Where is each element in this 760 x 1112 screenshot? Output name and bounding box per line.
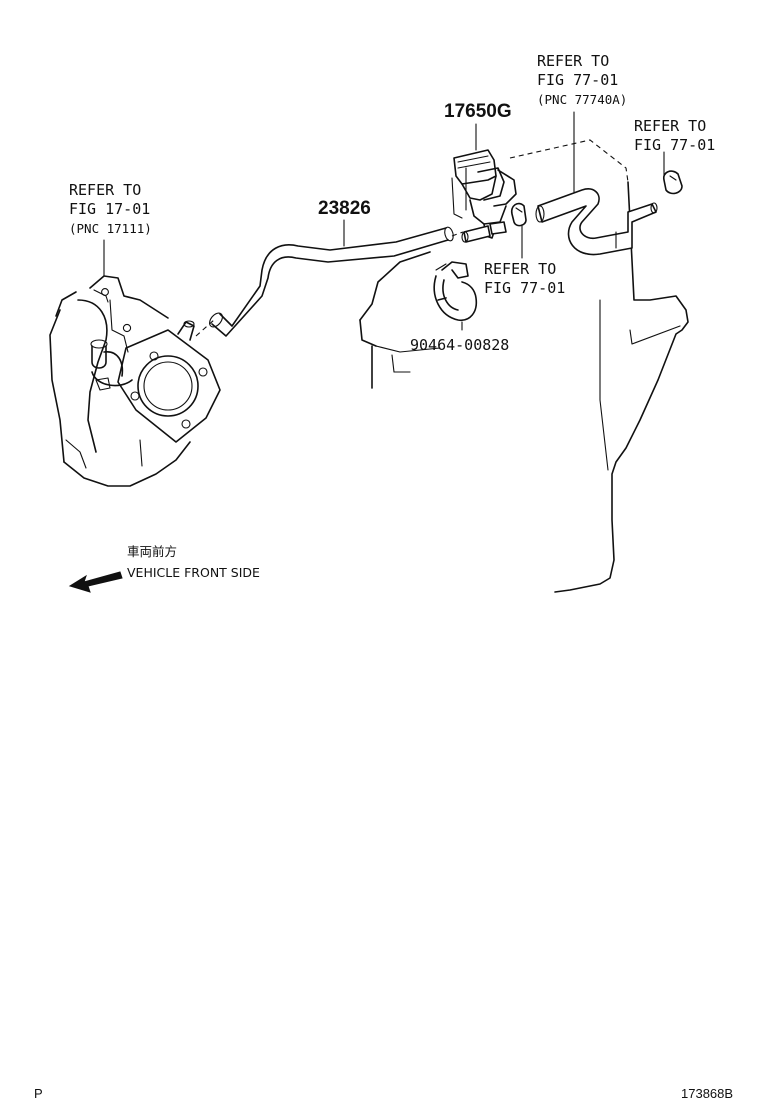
- refer-right-line2: FIG 77-01: [634, 136, 715, 154]
- vsv-valve-17650G: [451, 149, 517, 243]
- clamp-90464-00828: [433, 261, 478, 322]
- refer-top-line2: FIG 77-01: [537, 71, 618, 89]
- hose-right: [535, 188, 658, 256]
- leader-lines: [103, 111, 665, 331]
- refer-mid-line2: FIG 77-01: [484, 279, 565, 297]
- page-marker: P: [34, 1086, 43, 1101]
- refer-left-line3: (PNC 17111): [69, 221, 152, 236]
- refer-left-line2: FIG 17-01: [69, 200, 150, 218]
- part-number-valve: 17650G: [444, 101, 512, 122]
- callout-refer-right: REFER TO FIG 77-01: [634, 117, 715, 154]
- illustration-number: 173868B: [681, 1086, 733, 1101]
- hose-23826: [195, 226, 464, 337]
- part-number-clamp: 90464-00828: [410, 336, 509, 354]
- clamp-mid: [510, 202, 527, 227]
- part-number-hose: 23826: [318, 198, 371, 219]
- canister-body: [359, 139, 689, 593]
- direction-label-jp: 車両前方: [127, 544, 177, 559]
- callout-refer-left: REFER TO FIG 17-01 (PNC 17111): [69, 181, 152, 236]
- refer-top-line3: (PNC 77740A): [537, 92, 627, 107]
- refer-top-line1: REFER TO: [537, 52, 609, 70]
- vehicle-front-arrow: [68, 571, 123, 593]
- refer-right-line1: REFER TO: [634, 117, 706, 135]
- callout-refer-mid: REFER TO FIG 77-01: [484, 260, 565, 297]
- refer-mid-line1: REFER TO: [484, 260, 556, 278]
- refer-left-line1: REFER TO: [69, 181, 141, 199]
- direction-label-en: VEHICLE FRONT SIDE: [127, 565, 260, 580]
- callout-refer-top: REFER TO FIG 77-01 (PNC 77740A): [537, 52, 627, 107]
- throttle-body-assembly: [49, 275, 221, 487]
- clamp-right: [662, 170, 683, 195]
